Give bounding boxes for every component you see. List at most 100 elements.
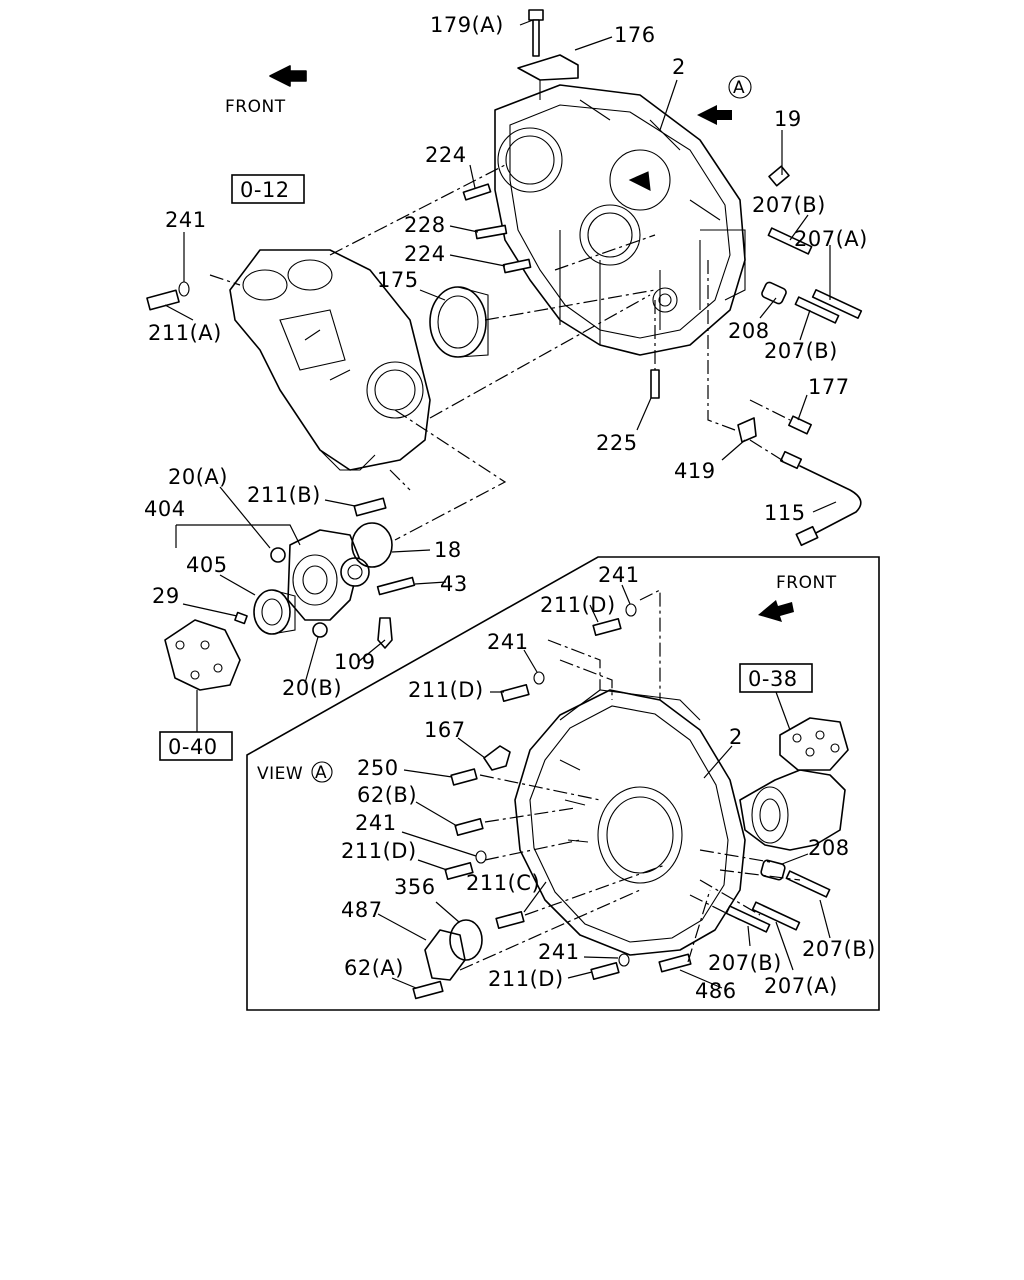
nut-20b [312, 622, 328, 638]
callout-18: 18 [434, 538, 462, 562]
callout-207b-2: 207(B) [764, 339, 838, 363]
callout-19: 19 [774, 107, 802, 131]
view-a-marker: A [315, 763, 327, 783]
view-a-frame [246, 556, 880, 1011]
pin-29 [234, 611, 248, 625]
view-callout-211d-3: 211(D) [341, 839, 417, 863]
washer-241-view-3 [533, 671, 545, 685]
bolt-211d-view-3 [500, 684, 530, 702]
ref-0-40: 0-40 [168, 735, 218, 759]
view-callout-207b-1: 207(B) [802, 937, 876, 961]
callout-211b: 211(B) [247, 483, 321, 507]
view-a-circle-icon [311, 761, 333, 783]
callout-211a: 211(A) [148, 321, 222, 345]
upper-leaders [164, 19, 837, 734]
view-callout-211d-4: 211(D) [488, 967, 564, 991]
ref-0-38: 0-38 [748, 667, 798, 691]
bearing-405 [253, 589, 296, 635]
view-callout-211d-1: 211(D) [540, 593, 616, 617]
callout-115: 115 [764, 501, 806, 525]
view-callout-486: 486 [695, 979, 737, 1003]
stud-228 [474, 224, 508, 240]
stud-207b-view-1 [785, 870, 831, 898]
callout-404: 404 [144, 497, 186, 521]
view-callout-356: 356 [394, 875, 436, 899]
bolt-211c [495, 911, 525, 929]
stud-224-b [502, 258, 532, 274]
callout-29: 29 [152, 584, 180, 608]
callout-109: 109 [334, 650, 376, 674]
callout-179a: 179(A) [430, 13, 504, 37]
view-callout-208: 208 [808, 836, 850, 860]
view-callout-241-a: 241 [598, 563, 640, 587]
callout-20a: 20(A) [168, 465, 228, 489]
callout-208: 208 [728, 319, 770, 343]
bolt-43 [376, 576, 416, 596]
washer-241-view-2 [475, 850, 487, 864]
stud-207b-view-2 [725, 905, 771, 933]
view-callout-207b-2: 207(B) [708, 951, 782, 975]
bolt-62a [412, 980, 444, 1000]
bolt-211b [353, 497, 387, 517]
front-arrow-view-icon [758, 600, 794, 622]
bolt-19 [768, 165, 790, 187]
view-callout-211c: 211(C) [466, 871, 540, 895]
callout-2: 2 [672, 55, 686, 79]
pump-gear-0-40 [164, 619, 241, 691]
callout-405: 405 [186, 553, 228, 577]
flywheel-housing-view [514, 689, 746, 956]
view-callout-2: 2 [729, 725, 743, 749]
stud-207b-upper-2 [794, 296, 840, 324]
view-callout-62a: 62(A) [344, 956, 404, 980]
front-label-view: FRONT [776, 573, 837, 593]
bolt-211d-view [590, 962, 620, 980]
stud-207a-upper [811, 289, 863, 319]
callout-224-a: 224 [425, 143, 467, 167]
callout-225: 225 [596, 431, 638, 455]
front-arrow-icon [269, 65, 307, 87]
cover-487 [424, 929, 466, 981]
callout-176: 176 [614, 23, 656, 47]
view-a-marker-top: A [733, 78, 745, 98]
oil-seal-175 [429, 286, 489, 358]
callout-175: 175 [377, 268, 419, 292]
oil-pump-housing [287, 529, 370, 621]
callout-228: 228 [404, 213, 446, 237]
view-callout-241-b: 241 [487, 630, 529, 654]
view-callout-167: 167 [424, 718, 466, 742]
view-callout-250: 250 [357, 756, 399, 780]
view-callout-487: 487 [341, 898, 383, 922]
callout-43: 43 [440, 572, 468, 596]
bolt-211d-view-4 [592, 618, 622, 636]
stud-225 [650, 369, 660, 399]
ref-box-0-38 [739, 663, 813, 693]
air-compressor [739, 717, 849, 851]
stud-207a-view [751, 901, 801, 931]
bolt-62b [454, 818, 484, 836]
view-callout-62b: 62(B) [357, 783, 417, 807]
bolt-486 [658, 953, 692, 973]
stud-208-upper [761, 281, 787, 305]
view-callout-207a: 207(A) [764, 974, 838, 998]
callout-224-b: 224 [404, 242, 446, 266]
sensor-bracket-419 [737, 417, 757, 443]
ref-box-0-40 [159, 731, 233, 761]
bolt-250 [450, 768, 478, 786]
bracket-176 [517, 54, 579, 100]
bolt-211d-view-2 [444, 862, 474, 880]
speed-sensor-115 [779, 450, 862, 547]
washer-241-view [618, 953, 630, 967]
view-callout-211d-2: 211(D) [408, 678, 484, 702]
bolt-211a [146, 289, 180, 311]
o-ring-18 [351, 522, 393, 568]
view-a-arrow-icon [697, 75, 752, 125]
callout-419: 419 [674, 459, 716, 483]
callout-207a: 207(A) [794, 227, 868, 251]
washer-241-upper [178, 281, 190, 297]
view-callout-241-d: 241 [538, 940, 580, 964]
stud-224-a [462, 183, 492, 201]
ref-0-12: 0-12 [240, 178, 290, 202]
front-label-top: FRONT [225, 97, 286, 117]
ref-box-0-12 [231, 174, 305, 204]
